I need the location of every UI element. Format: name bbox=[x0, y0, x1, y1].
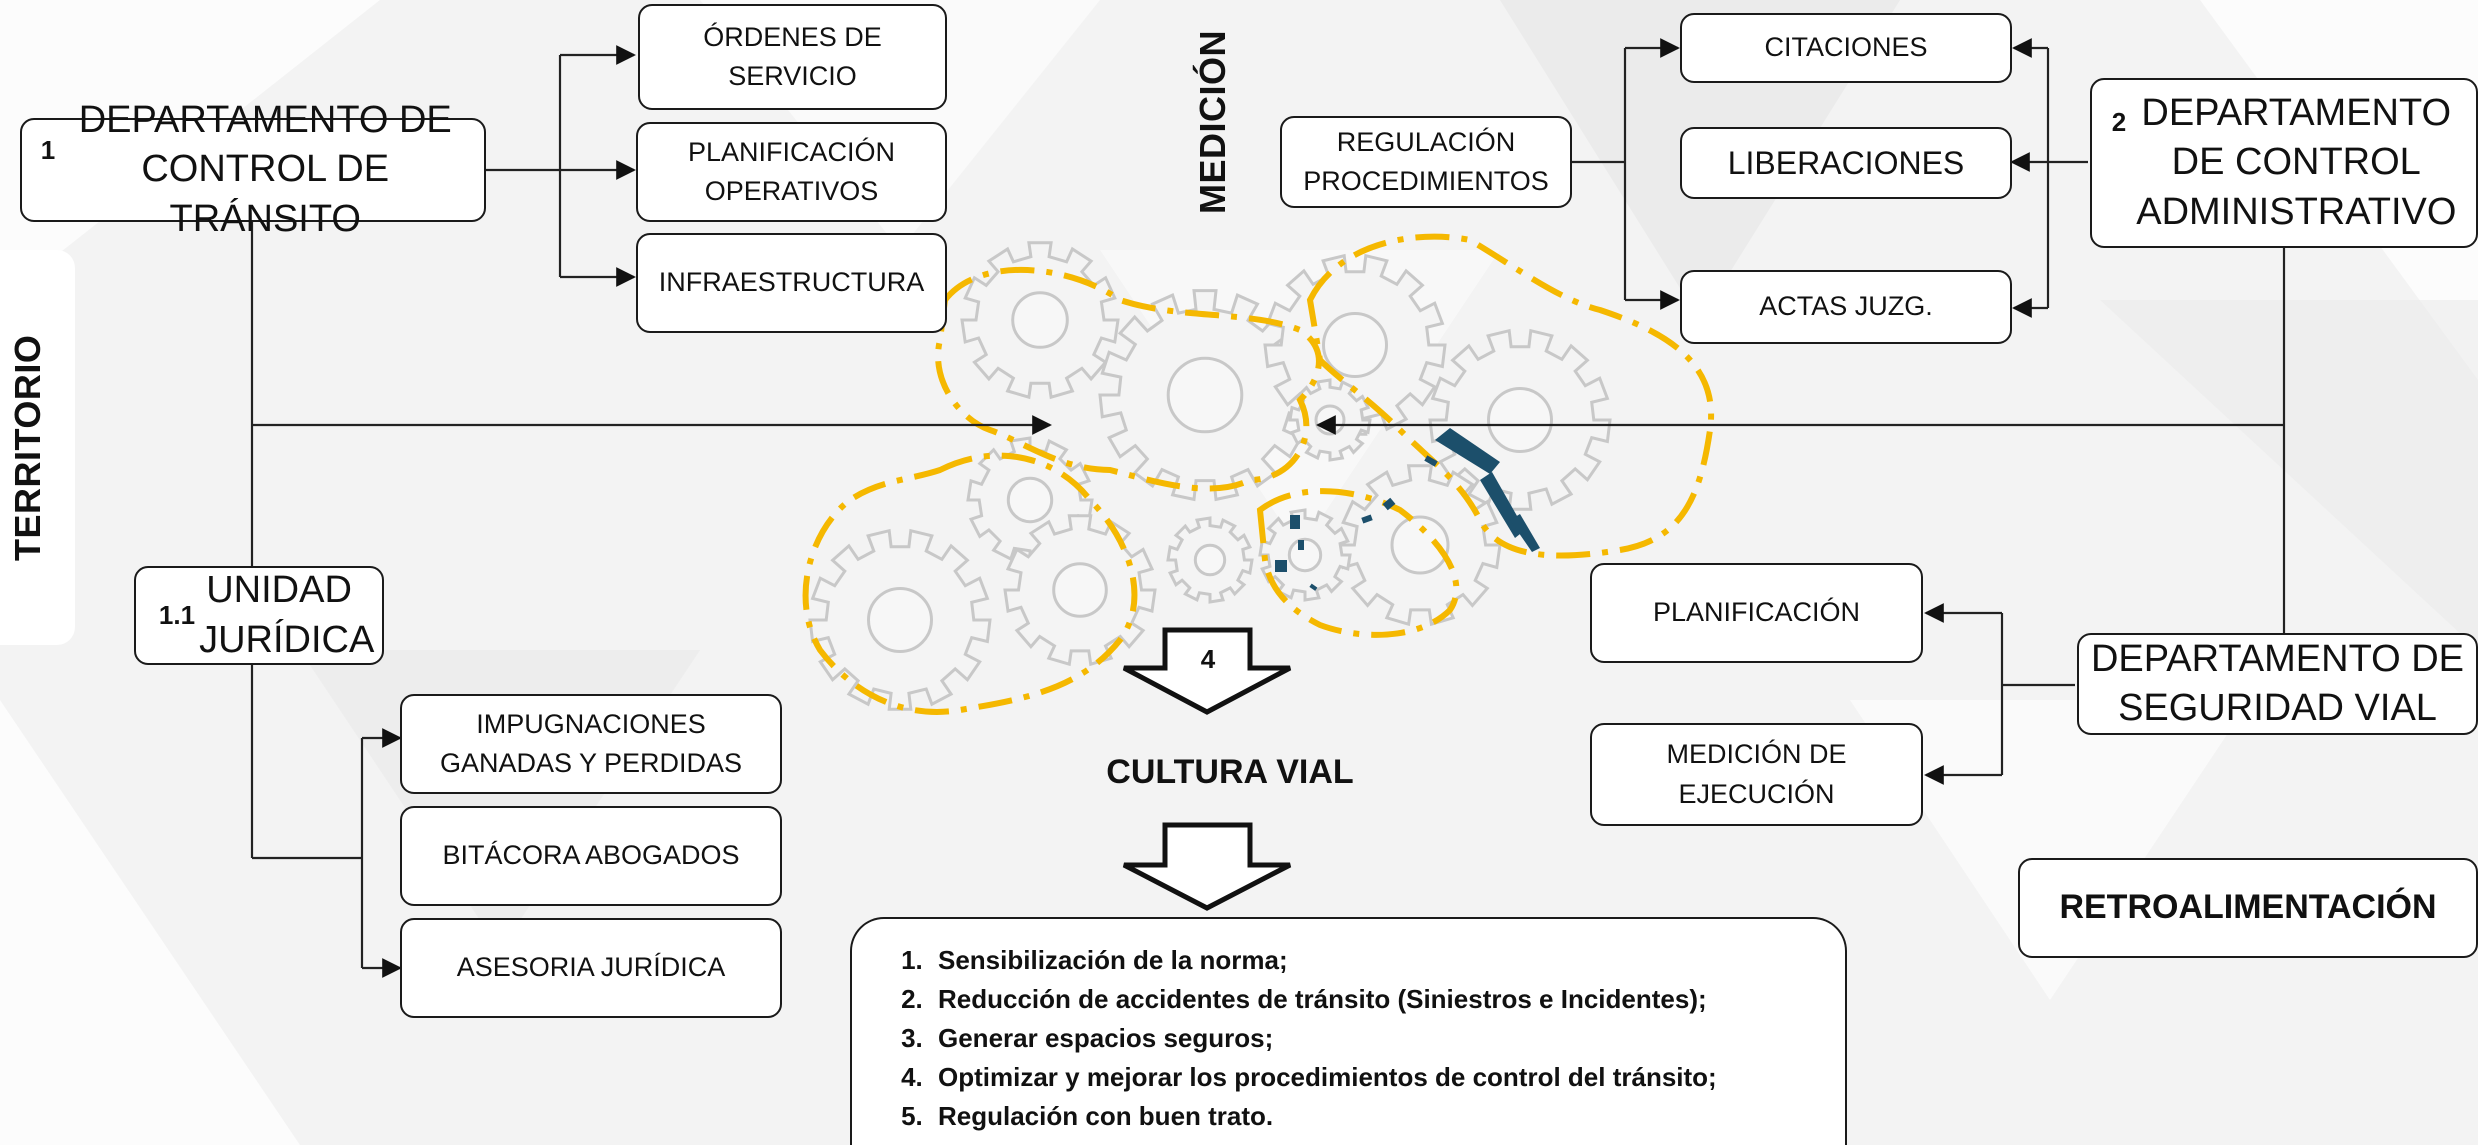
legal-unit-box: 1.1 UNIDAD JURÍDICA bbox=[134, 566, 384, 665]
down-arrows bbox=[1122, 627, 1292, 911]
gear-hub bbox=[1487, 387, 1553, 453]
dashed-outline bbox=[802, 233, 1715, 715]
legal-unit-title: UNIDAD JURÍDICA bbox=[199, 569, 375, 661]
execution-measurement-box: MEDICIÓN DE EJECUCIÓN bbox=[1590, 723, 1923, 826]
gear-hub bbox=[1193, 543, 1227, 577]
court-records-box: ACTAS JUZG. bbox=[1680, 270, 2012, 344]
goal-item: Optimizar y mejorar los procedimientos d… bbox=[930, 1058, 1825, 1097]
operational-planning-label: PLANIFICACIÓN OPERATIVOS bbox=[687, 136, 896, 206]
infrastructure-box: INFRAESTRUCTURA bbox=[636, 233, 947, 333]
feedback-box: RETROALIMENTACIÓN bbox=[2018, 858, 2478, 958]
territorio-label: TERRITORIO bbox=[7, 334, 48, 561]
road-safety-department-title: DEPARTAMENTO DE SEGURIDAD VIAL bbox=[2090, 637, 2465, 729]
gear-hub bbox=[1006, 476, 1054, 524]
admin-department-title: DEPARTAMENTO DE CONTROL ADMINISTRATIVO bbox=[2136, 91, 2457, 233]
legal-advice-label: ASESORIA JURÍDICA bbox=[456, 952, 726, 983]
road-safety-department-box: DEPARTAMENTO DE SEGURIDAD VIAL bbox=[2077, 633, 2478, 735]
transit-department-title: DEPARTAMENTO DE CONTROL DE TRÁNSITO bbox=[78, 98, 452, 240]
releases-label: LIBERACIONES bbox=[1727, 144, 1965, 181]
regulation-label: REGULACIÓN PROCEDIMIENTOS bbox=[1303, 126, 1549, 196]
safety-planning-box: PLANIFICACIÓN bbox=[1590, 563, 1923, 663]
legal-unit-number: 1.1 bbox=[158, 599, 196, 630]
legal-advice-box: ASESORIA JURÍDICA bbox=[400, 918, 782, 1018]
goal-item: Sensibilización de la norma; bbox=[930, 941, 1825, 980]
medicion-label: MEDICIÓN bbox=[1192, 30, 1233, 214]
court-records-label: ACTAS JUZG. bbox=[1759, 291, 1933, 322]
gear-hub bbox=[1287, 537, 1323, 573]
lawyers-log-box: BITÁCORA ABOGADOS bbox=[400, 806, 782, 906]
gear-hub bbox=[867, 587, 933, 653]
regulation-box: REGULACIÓN PROCEDIMIENTOS bbox=[1280, 116, 1572, 208]
goal-item: Reducción de accidentes de tránsito (Sin… bbox=[930, 980, 1825, 1019]
infrastructure-label: INFRAESTRUCTURA bbox=[658, 267, 925, 298]
execution-measurement-label: MEDICIÓN DE EJECUCIÓN bbox=[1666, 739, 1847, 809]
arrow-number-badge: 4 bbox=[1200, 644, 1216, 674]
transit-department-number: 1 bbox=[40, 135, 56, 165]
admin-department-number: 2 bbox=[2111, 107, 2127, 137]
safety-planning-label: PLANIFICACIÓN bbox=[1652, 597, 1861, 628]
feedback-label: RETROALIMENTACIÓN bbox=[2059, 888, 2437, 927]
citations-label: CITACIONES bbox=[1764, 32, 1928, 63]
lawyers-log-label: BITÁCORA ABOGADOS bbox=[442, 840, 740, 871]
gear-hub bbox=[1390, 515, 1450, 575]
service-orders-label: ÓRDENES DE SERVICIO bbox=[703, 21, 882, 91]
gear-cluster-icon bbox=[808, 241, 1612, 711]
goal-item: Generar espacios seguros; bbox=[930, 1019, 1825, 1058]
goals-box: Sensibilización de la norma; Reducción d… bbox=[850, 917, 1847, 1145]
operational-planning-box: PLANIFICACIÓN OPERATIVOS bbox=[636, 122, 947, 222]
accent-marks bbox=[1275, 428, 1540, 591]
gear-hub bbox=[1166, 356, 1244, 434]
left-side-panel bbox=[0, 250, 75, 645]
challenges-label: IMPUGNACIONES GANADAS Y PERDIDAS bbox=[439, 708, 743, 778]
challenges-box: IMPUGNACIONES GANADAS Y PERDIDAS bbox=[400, 694, 782, 794]
road-culture-title: CULTURA VIAL bbox=[1106, 753, 1354, 791]
gear-hub bbox=[1052, 562, 1108, 618]
gear-hub bbox=[1314, 404, 1346, 436]
gear-hub bbox=[1322, 312, 1388, 378]
transit-department-box: 1 DEPARTAMENTO DE CONTROL DE TRÁNSITO bbox=[20, 99, 486, 240]
goal-item: Regulación con buen trato. bbox=[930, 1097, 1825, 1136]
service-orders-box: ÓRDENES DE SERVICIO bbox=[638, 4, 947, 110]
releases-box: LIBERACIONES bbox=[1680, 127, 2012, 199]
citations-box: CITACIONES bbox=[1680, 13, 2012, 83]
admin-department-box: 2 DEPARTAMENTO DE CONTROL ADMINISTRATIVO bbox=[2090, 78, 2478, 248]
goals-list: Sensibilización de la norma; Reducción d… bbox=[878, 941, 1825, 1136]
gear-hub bbox=[1011, 291, 1069, 349]
